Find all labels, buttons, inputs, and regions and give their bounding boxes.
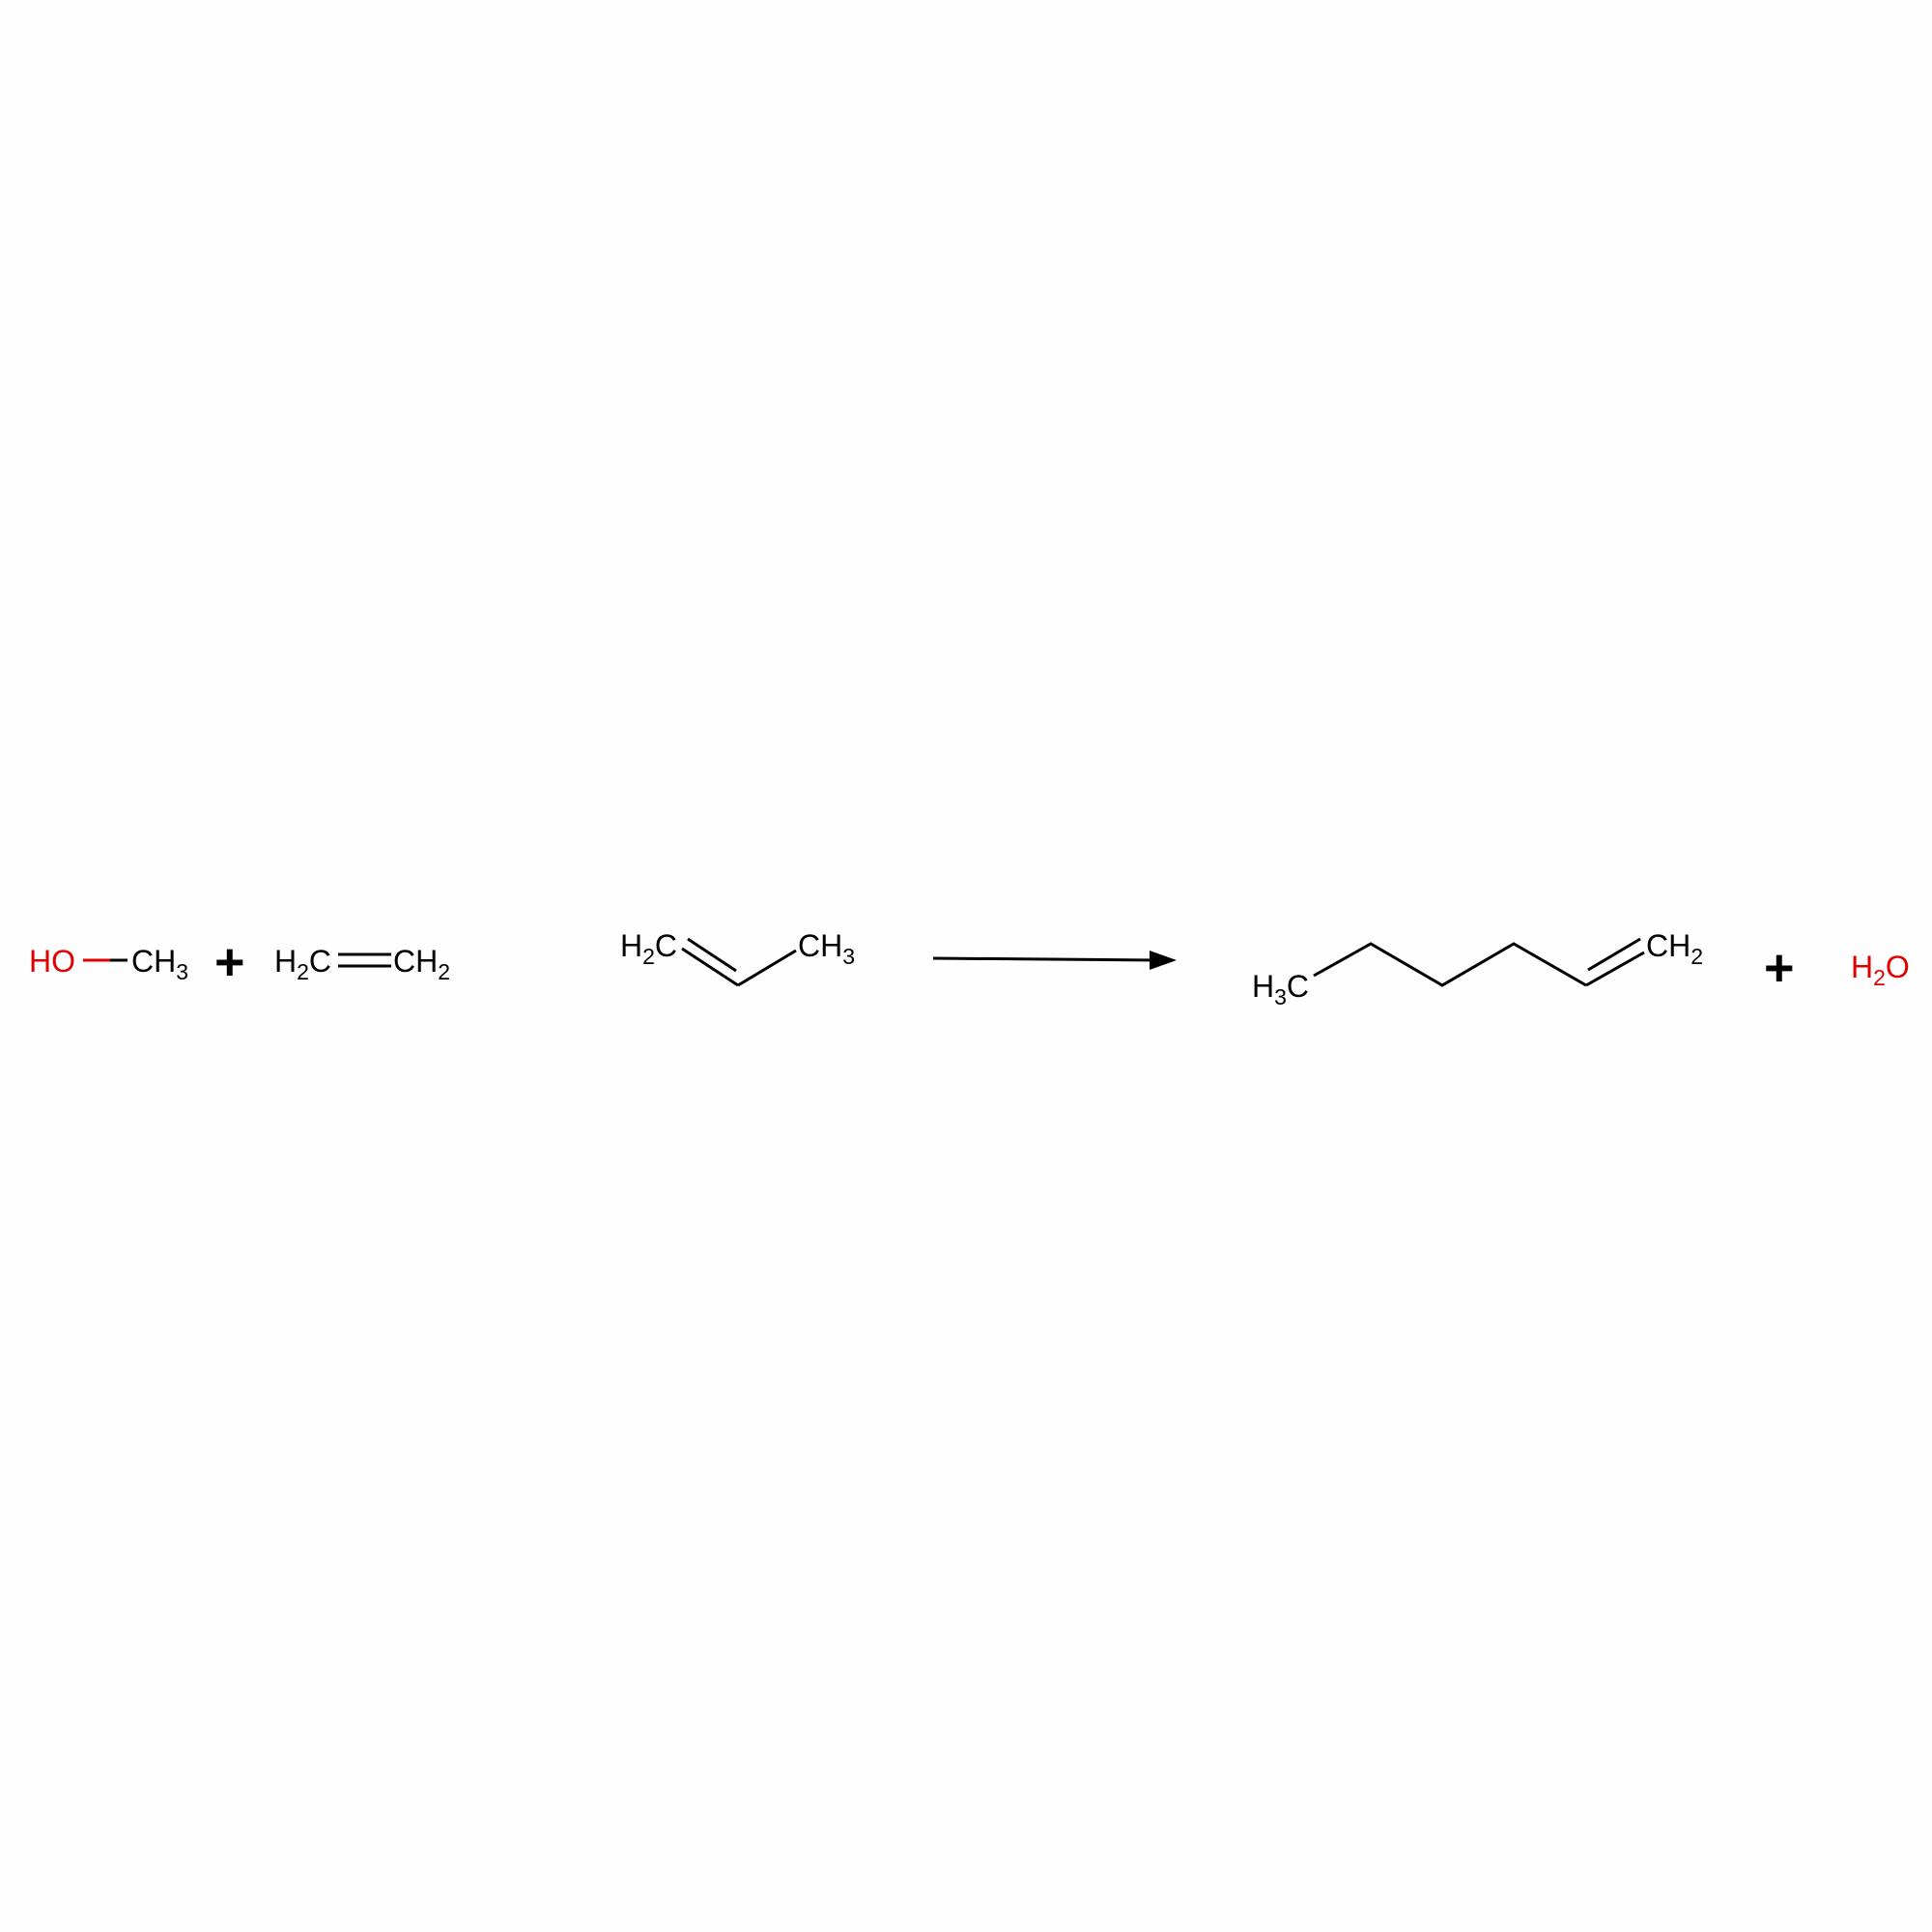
- hexene-left-h: H: [1252, 969, 1274, 1004]
- ethylene-left-label: H2C: [274, 944, 331, 984]
- reaction-arrow-shaft: [932, 956, 1156, 962]
- hexene-double-bond-inner: [1587, 937, 1641, 972]
- ethylene-left-h: H: [274, 944, 297, 979]
- reaction-arrow-head: [1150, 951, 1177, 970]
- propene-right-ch: CH: [798, 928, 842, 963]
- hexene-double-bond-outer: [1585, 951, 1645, 987]
- methyl-ch-text: CH: [131, 944, 176, 979]
- hexene-left-c: C: [1287, 969, 1309, 1004]
- propene-right-subscript: 3: [842, 944, 855, 969]
- hexene-right-ch: CH: [1646, 928, 1690, 963]
- propene-double-bond-inner: [687, 937, 737, 973]
- propene-molecule: H2C CH3: [620, 928, 855, 987]
- hexene-right-subscript: 2: [1690, 944, 1703, 969]
- hexene-carbon-chain: [1313, 942, 1587, 987]
- propene-left-h: H: [620, 928, 642, 963]
- plus-sign-2: +: [1764, 939, 1795, 997]
- water-h: H: [1851, 950, 1873, 984]
- methanol-molecule: HO CH3: [29, 944, 188, 984]
- hexene-right-label: CH2: [1646, 928, 1703, 969]
- methyl-subscript: 3: [176, 959, 188, 984]
- ethylene-right-ch: CH: [393, 944, 438, 979]
- reaction-arrow: [932, 951, 1177, 970]
- propene-left-c: C: [655, 928, 677, 963]
- methyl-label: CH3: [131, 944, 188, 984]
- hydroxyl-label: HO: [29, 944, 75, 979]
- propene-left-subscript: 2: [642, 944, 655, 969]
- ethylene-left-subscript: 2: [297, 959, 309, 984]
- water-molecule: H2O: [1851, 950, 1910, 990]
- plus-sign-1: +: [214, 933, 245, 991]
- hexene-molecule: H3C CH2: [1252, 928, 1703, 1009]
- ethylene-right-subscript: 2: [438, 959, 450, 984]
- water-subscript: 2: [1873, 965, 1886, 990]
- ethylene-molecule: H2C CH2: [274, 944, 450, 984]
- propene-double-bond-outer: [681, 947, 739, 987]
- water-o: O: [1886, 950, 1910, 984]
- ethylene-left-c: C: [309, 944, 331, 979]
- hexene-left-label: H3C: [1252, 969, 1309, 1009]
- propene-left-label: H2C: [620, 928, 677, 969]
- water-label: H2O: [1851, 950, 1910, 990]
- propene-single-bond: [737, 949, 797, 987]
- ethylene-right-label: CH2: [393, 944, 450, 984]
- propene-right-label: CH3: [798, 928, 855, 969]
- hexene-left-subscript: 3: [1274, 984, 1287, 1009]
